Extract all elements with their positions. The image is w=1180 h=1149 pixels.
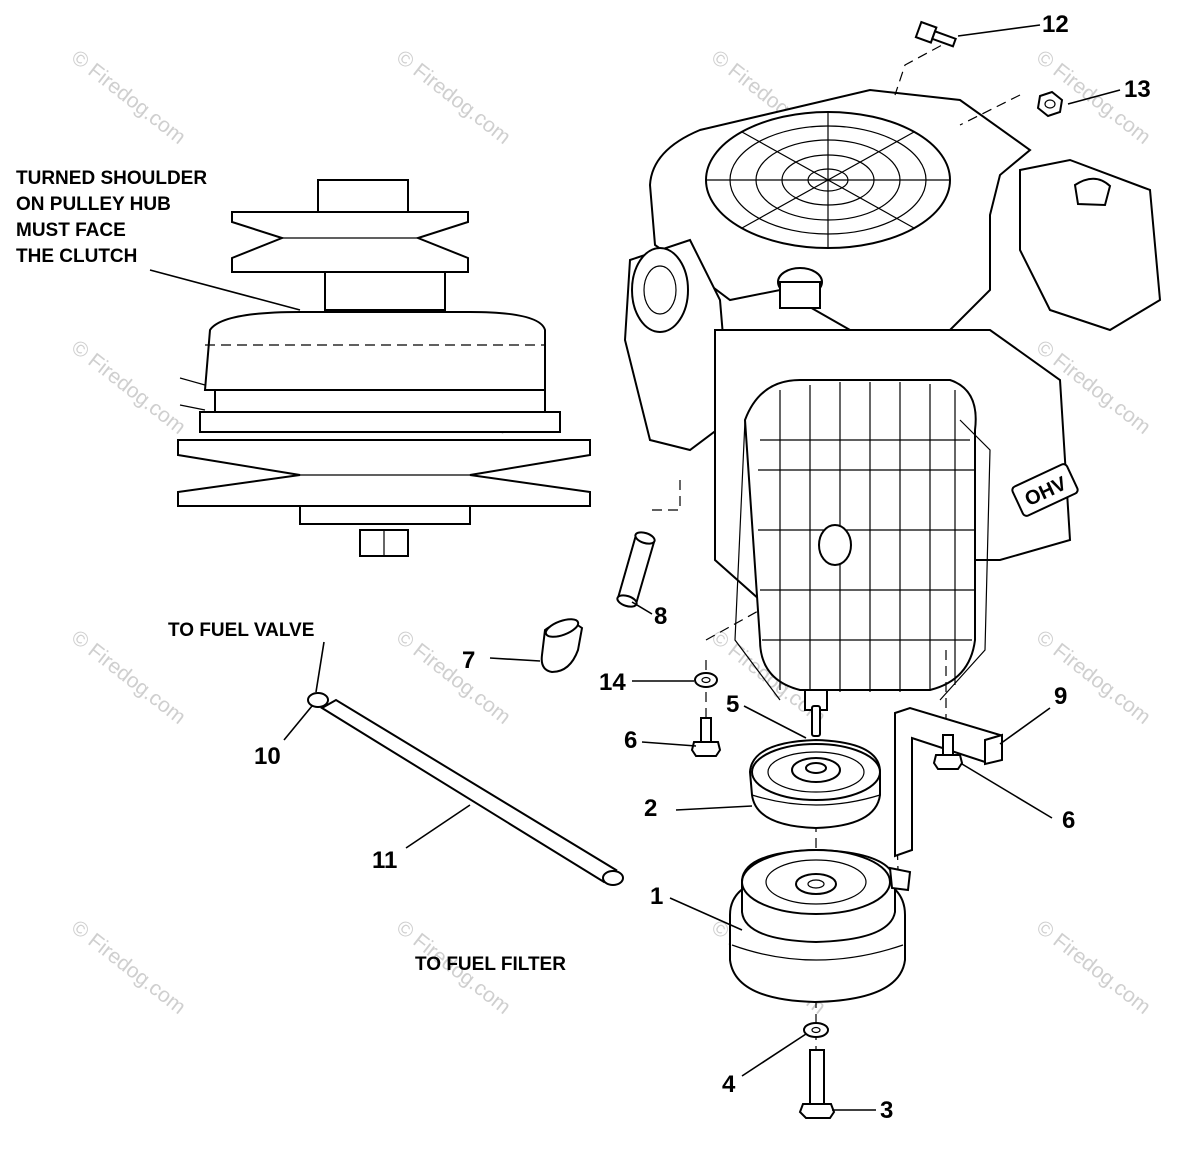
watermark: © Firedog.com <box>392 626 515 729</box>
part-9-bracket <box>894 706 1003 858</box>
part-13-nut <box>1036 90 1064 118</box>
callouts: 12 13 8 7 14 5 6 9 2 6 10 11 1 4 3 <box>254 11 1151 1124</box>
part-3-bolt <box>798 1049 836 1119</box>
leader-10 <box>283 705 313 741</box>
leader-6-left <box>641 741 697 747</box>
callout-5: 5 <box>726 691 739 718</box>
part-11-fuel-line <box>320 698 618 884</box>
callout-13: 13 <box>1124 76 1151 103</box>
pulley-note-line: ON PULLEY HUB <box>16 194 171 215</box>
pulley-note-leader <box>149 269 301 311</box>
callout-11: 11 <box>372 847 397 874</box>
leader-12 <box>957 24 1041 37</box>
leader-4 <box>741 1033 807 1077</box>
leader-9 <box>999 707 1051 745</box>
watermark: © Firedog.com <box>67 626 190 729</box>
part-7-elbow <box>540 618 584 674</box>
callout-9: 9 <box>1054 683 1067 710</box>
part-6-bolt-left <box>690 717 722 757</box>
watermark: © Firedog.com <box>1032 626 1155 729</box>
watermark: © Firedog.com <box>1032 916 1155 1019</box>
watermark: © Firedog.com <box>67 916 190 1019</box>
part-12-bolt <box>914 20 957 48</box>
part-8-fuel-hose <box>616 531 656 608</box>
pulley-note-line: TURNED SHOULDER <box>16 168 207 189</box>
leader-8 <box>631 601 653 615</box>
part-10-clamp-bottom <box>602 870 624 886</box>
part-2-pulley <box>748 738 881 830</box>
engine: OHV <box>623 88 1162 711</box>
leader-1 <box>669 897 743 931</box>
leader-2 <box>675 805 753 811</box>
leader-7 <box>489 657 541 662</box>
part-1-clutch <box>729 848 912 1004</box>
part-4-washer <box>803 1022 829 1038</box>
leader-5 <box>743 705 807 739</box>
callout-1: 1 <box>650 883 663 910</box>
watermark: © Firedog.com <box>67 336 190 439</box>
fuel-valve-note: TO FUEL VALVE <box>168 620 314 641</box>
callout-6-right: 6 <box>1062 807 1075 834</box>
part-6-bolt-right <box>932 734 964 770</box>
callout-6-left: 6 <box>624 727 637 754</box>
callout-2: 2 <box>644 795 657 822</box>
leader-13 <box>1067 89 1121 105</box>
callout-3: 3 <box>880 1097 893 1124</box>
fuel-valve-leader <box>315 641 325 693</box>
leader-11 <box>405 804 471 849</box>
callout-4: 4 <box>722 1071 736 1098</box>
pulley-note-line: MUST FACE <box>16 220 126 241</box>
part-10-clamp-top <box>307 692 329 708</box>
pulley-note: TURNED SHOULDER ON PULLEY HUB MUST FACE … <box>16 168 301 311</box>
callout-8: 8 <box>654 603 667 630</box>
callout-12: 12 <box>1042 11 1069 38</box>
pulley-note-line: THE CLUTCH <box>16 246 137 267</box>
pulley-hub-detail <box>177 179 591 557</box>
watermark: © Firedog.com <box>67 46 190 149</box>
part-14-washer <box>694 672 718 688</box>
fuel-filter-note: TO FUEL FILTER <box>415 954 566 975</box>
watermark: © Firedog.com <box>392 46 515 149</box>
callout-14: 14 <box>599 669 626 696</box>
leader-6-right <box>961 763 1053 819</box>
callout-7: 7 <box>462 647 475 674</box>
callout-10: 10 <box>254 743 281 770</box>
part-5-key <box>811 705 821 737</box>
